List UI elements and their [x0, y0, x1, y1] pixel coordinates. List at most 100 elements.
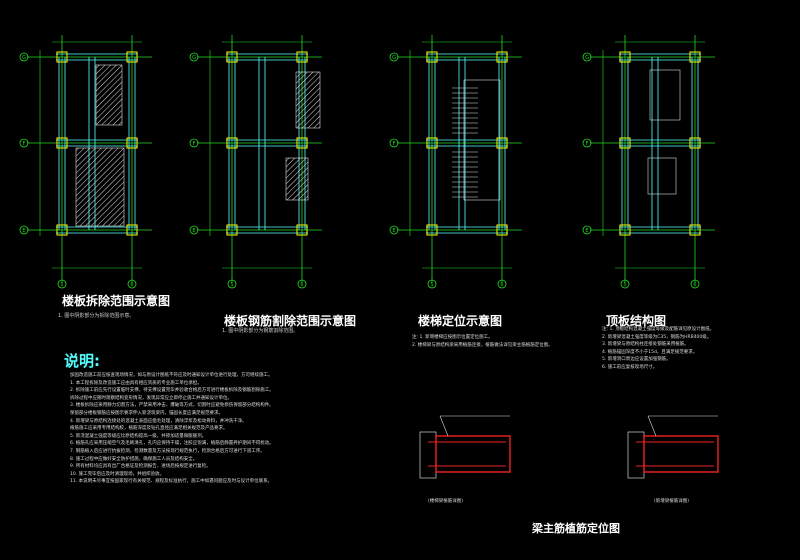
axis-bubble — [19, 138, 29, 148]
plan-title-1: 楼板拆除范围示意图 — [62, 294, 171, 308]
axis-bubble — [57, 279, 67, 289]
explanation-item: 4. 新增梁与原结构连接处的混凝土表面应凿毛处理，清除浮浆及松动骨料，并冲洗干净… — [70, 418, 247, 424]
axis-bubble — [690, 279, 700, 289]
explanation-list: 加固改造施工前应核查现场情况，如与原设计图纸不符应及时通知设计单位进行处理，方可… — [70, 372, 340, 486]
leader-line — [647, 415, 657, 437]
original-column — [419, 431, 437, 479]
axis-bubble — [189, 138, 199, 148]
roof-note-5: 5. 新增洞口周边应设置加强钢筋。 — [602, 357, 671, 363]
plan-title-2: 楼板钢筋割除范围示意图 — [224, 314, 357, 328]
column — [619, 137, 631, 149]
axis-bubble — [427, 279, 437, 289]
rebar-cut-area — [295, 71, 321, 129]
column — [226, 137, 238, 149]
new-beam — [435, 435, 511, 473]
leader-line — [439, 415, 449, 437]
axis-label: 6 — [300, 282, 303, 288]
axis-label: G — [392, 55, 396, 61]
column — [619, 224, 631, 236]
explanation-item: 7. 钢筋植入后应进行抗拔检测，检测数量及方法按现行规范执行，检测合格后方可进行… — [70, 448, 265, 454]
roof-opening — [647, 157, 677, 195]
axis-bubble — [189, 52, 199, 62]
column — [496, 224, 508, 236]
axis-label: G — [585, 55, 589, 61]
column — [619, 51, 631, 63]
column — [126, 224, 138, 236]
explanation-item: 3. 楼板拆除应采用静力切割方法，严禁采用冲击、爆破等方式，切割时应避免损伤保留… — [70, 403, 274, 409]
roof-note-2: 2. 新增梁混凝土强度等级为C35，钢筋为HRB400级。 — [602, 334, 712, 340]
column — [56, 51, 68, 63]
axis-bubble — [189, 225, 199, 235]
stair-note-2: 2. 楼梯梁与原结构梁采用植筋连接，植筋做法详见梁主筋植筋定位图。 — [412, 342, 553, 348]
roof-note-6: 6. 施工前应复核现场尺寸。 — [602, 364, 658, 370]
axis-bubble — [497, 279, 507, 289]
explanation-item: 5. 新浇混凝土强度等级应比原结构提高一级，并掺加适量微膨胀剂。 — [70, 433, 207, 439]
column — [689, 224, 701, 236]
plan-note-2: 1. 图中阴影部分为钢筋割除范围。 — [222, 328, 299, 334]
axis-bubble — [127, 279, 137, 289]
axis-label: 5 — [430, 282, 433, 288]
column — [496, 137, 508, 149]
explanation-item: 保留部分楼板钢筋应按图示要求伸入新浇筑梁内，锚固长度应满足规范要求。 — [70, 410, 223, 416]
detail-left — [419, 415, 511, 479]
detail-left-caption: (楼梯梁植筋详图) — [428, 499, 464, 504]
column — [689, 51, 701, 63]
axis-bubble — [297, 279, 307, 289]
column — [689, 137, 701, 149]
axis-label: 6 — [693, 282, 696, 288]
axis-bubble — [227, 279, 237, 289]
column — [426, 224, 438, 236]
axis-label: E — [192, 228, 195, 234]
explanation-item: 9. 所有材料均应具有出厂合格证及检测报告，进场后按规定进行复检。 — [70, 464, 211, 470]
axis-bubble — [582, 138, 592, 148]
axis-bubble — [19, 52, 29, 62]
stair-outline — [463, 79, 501, 201]
stair-notes: 注: 1. 新增楼梯应按图示位置定位施工。 2. 楼梯梁与原结构梁采用植筋连接，… — [412, 334, 553, 349]
column — [426, 137, 438, 149]
details-group — [419, 415, 719, 479]
axis-label: E — [392, 228, 395, 234]
explanation-item: 植筋施工应采用专用结构胶，植筋深度及钻孔直径应满足相关规范及产品要求。 — [70, 426, 228, 432]
plan-note-1: 1. 图中阴影部分为拆除范围示意。 — [58, 313, 135, 319]
detail-right-caption: (新增梁植筋详图) — [654, 499, 690, 504]
column — [56, 224, 68, 236]
explanation-item: 1. 本工程拆除及改造施工应由具有相应资质的专业施工单位承担。 — [70, 380, 202, 386]
detail-title: 梁主筋植筋定位图 — [532, 522, 620, 535]
axis-bubble — [582, 225, 592, 235]
explanation-item: 8. 施工过程中应做好安全防护措施，确保施工人员及结构安全。 — [70, 456, 198, 462]
plan-title-4: 顶板结构图 — [606, 314, 667, 328]
roof-note-3: 3. 新增梁与原结构柱连接处钢筋采用植筋。 — [602, 342, 689, 348]
column — [56, 137, 68, 149]
roof-note-4: 4. 植筋锚固深度不小于15d，且满足规范要求。 — [602, 349, 698, 355]
column — [126, 137, 138, 149]
roof-opening — [649, 69, 681, 121]
axis-label: F — [193, 141, 196, 147]
axis-label: F — [586, 141, 589, 147]
explanation-item: 2. 拆除施工前应先行设置临时支撑，待支撑设置完毕并验收合格后方可进行楼板拆除及… — [70, 388, 274, 394]
column — [226, 224, 238, 236]
axis-label: F — [393, 141, 396, 147]
explanation-item: 加固改造施工前应核查现场情况，如与原设计图纸不符应及时通知设计单位进行处理，方可… — [70, 373, 273, 378]
axis-bubble — [389, 52, 399, 62]
column — [226, 51, 238, 63]
axis-bubble — [620, 279, 630, 289]
axis-label: 6 — [130, 282, 133, 288]
original-column — [627, 431, 645, 479]
axis-label: G — [22, 55, 26, 61]
explanation-item: 11. 本说明未尽事宜按国家现行有关规范、规程及标准执行，施工中如遇问题应及时与… — [70, 479, 273, 485]
column — [296, 224, 308, 236]
explanation-item: 10. 施工完毕后应及时清理现场，并组织验收。 — [70, 471, 165, 477]
axis-label: E — [22, 228, 25, 234]
axis-label: 5 — [230, 282, 233, 288]
rebar-cut-area — [285, 157, 309, 201]
axis-label: 5 — [623, 282, 626, 288]
new-beam — [643, 435, 719, 473]
column — [296, 51, 308, 63]
column — [296, 137, 308, 149]
demolition-area — [75, 147, 125, 227]
stair-note-1: 注: 1. 新增楼梯应按图示位置定位施工。 — [412, 335, 493, 340]
